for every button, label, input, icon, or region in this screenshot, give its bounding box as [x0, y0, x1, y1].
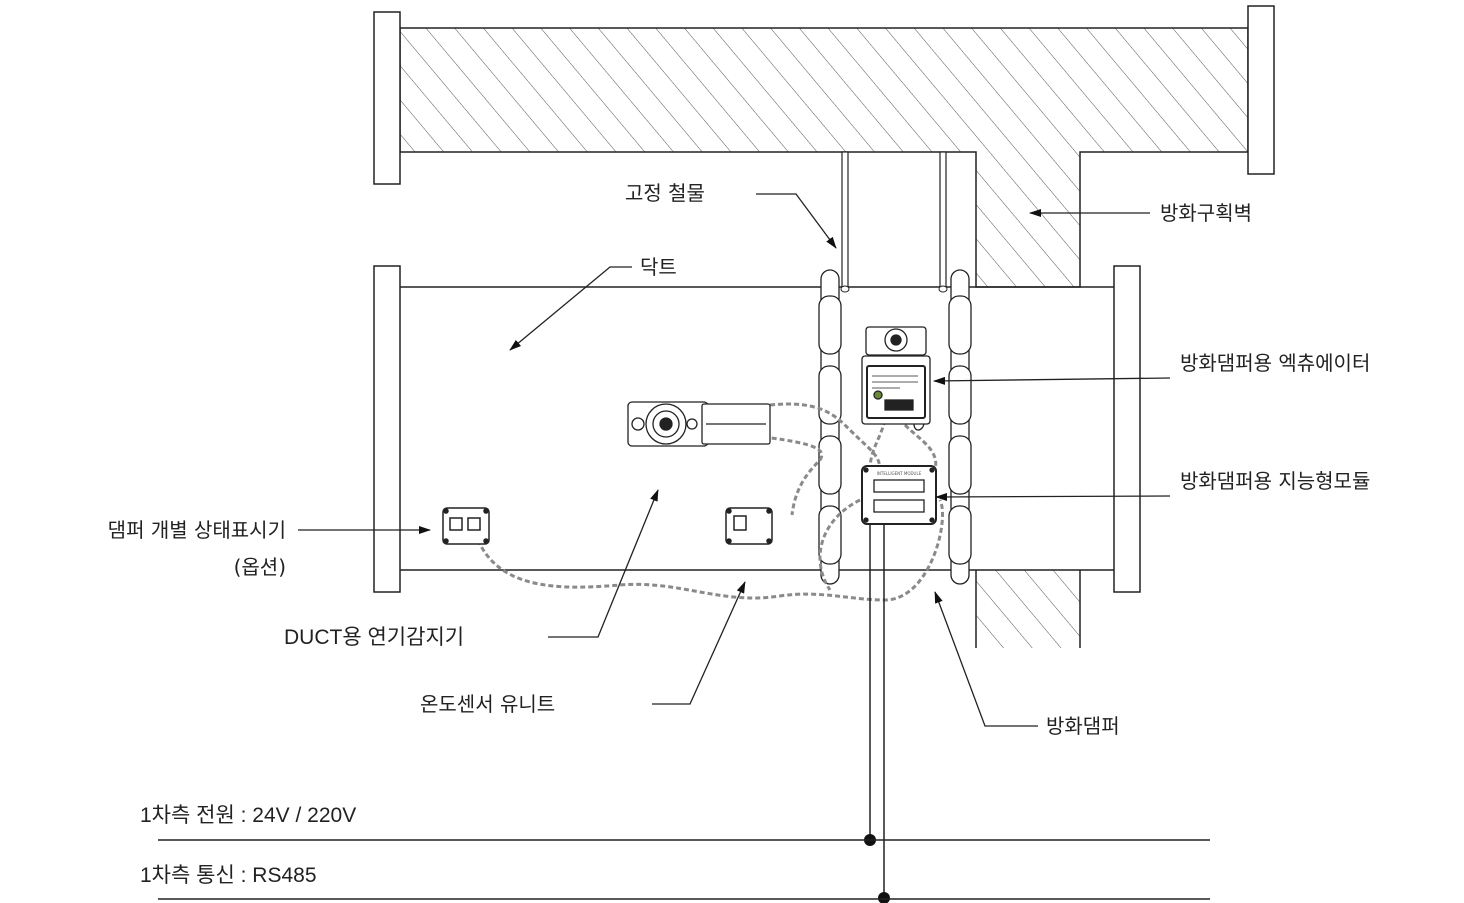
fire-wall [373, 5, 1275, 648]
duct-right-flange [1113, 265, 1141, 593]
fire-wall-lower-section [976, 570, 1080, 648]
upper-right-flange [1247, 5, 1275, 175]
duct-left-flange [373, 265, 401, 593]
duct-body [373, 265, 1141, 593]
fire-damper-smart-module: INTELLIGENT MODULE [861, 465, 937, 525]
smart-module-label: 방화댐퍼용 지능형모듈 [1180, 469, 1370, 493]
module-cables [869, 524, 885, 898]
power-line-label: 1차측 전원 : 24V / 220V [140, 804, 356, 827]
comm-line-label: 1차측 통신 : RS485 [140, 864, 317, 887]
fire-damper-label: 방화댐퍼 [1046, 714, 1120, 738]
leader-lines [298, 193, 1171, 727]
damper-status-indicator [442, 507, 490, 545]
fire-wall-label: 방화구획벽 [1160, 201, 1252, 225]
fire-wall-upper-section [399, 27, 1249, 288]
temperature-sensor-unit [725, 507, 773, 545]
fixing-rods [840, 151, 948, 293]
fire-damper-actuator [861, 326, 931, 431]
svg-text:INTELLIGENT MODULE: INTELLIGENT MODULE [877, 471, 922, 476]
upper-left-flange [373, 11, 401, 185]
status-indicator-label: 댐퍼 개별 상태표시기 [108, 518, 286, 542]
temp-sensor-label: 온도센서 유니트 [420, 692, 555, 716]
smoke-detector-label: DUCT용 연기감지기 [284, 626, 464, 649]
comm-junction [878, 892, 890, 903]
duct-smoke-detector [627, 401, 771, 447]
status-indicator-option-label: (옵션) [234, 555, 286, 579]
fixing-hardware-label: 고정 철물 [625, 181, 705, 205]
dashed-wiring [476, 402, 945, 602]
fire-damper-frame-right [948, 269, 972, 585]
duct-label: 닥트 [640, 255, 677, 279]
fire-damper-frame-left [818, 269, 842, 585]
actuator-label: 방화댐퍼용 엑츄에이터 [1180, 351, 1370, 375]
